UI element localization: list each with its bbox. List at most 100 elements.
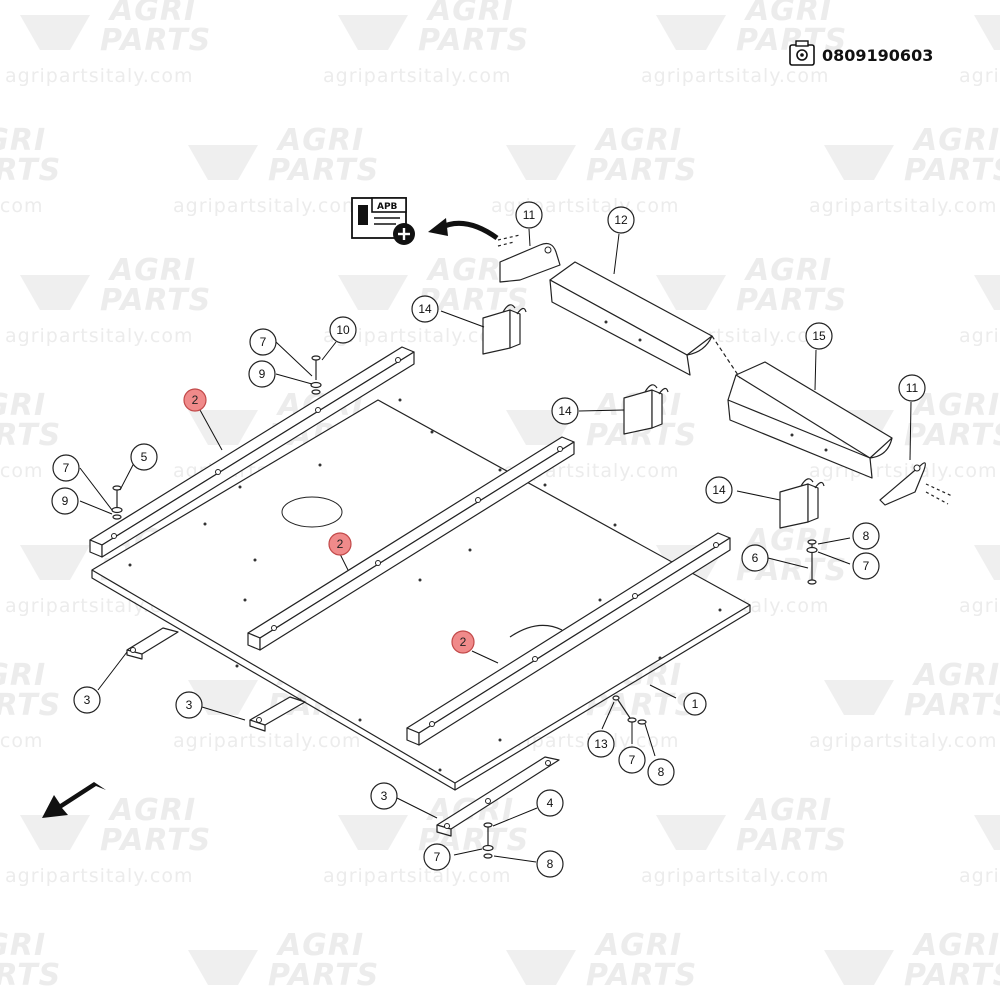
callout-4[interactable]: 4 [536,789,564,817]
watermark-url: agripartsitaly.com [5,65,193,87]
watermark-logo-line2: PARTS [736,823,847,858]
svg-text:7: 7 [260,335,267,349]
apb-add-button[interactable]: APB [351,197,499,245]
callout-9-rear-left[interactable]: 9 [51,487,79,515]
bracket-top [482,304,527,355]
callout-11-right[interactable]: 11 [898,374,926,402]
svg-text:9: 9 [259,367,266,381]
callout-7-bottom[interactable]: 7 [423,843,451,871]
svg-text:2: 2 [192,393,199,407]
svg-text:3: 3 [381,789,388,803]
svg-text:8: 8 [658,765,665,779]
watermark-logo-line1: AGRI [744,793,832,828]
callout-3-front[interactable]: 3 [370,782,398,810]
callout-8-bottom[interactable]: 8 [536,850,564,878]
callout-1[interactable]: 1 [683,692,707,716]
callout-14-top[interactable]: 14 [411,295,439,323]
svg-text:11: 11 [906,381,919,395]
callout-6[interactable]: 6 [741,544,769,572]
callout-8-right[interactable]: 8 [852,522,880,550]
svg-text:5: 5 [141,450,148,464]
callout-2-middle-bar[interactable]: 2 [328,532,352,556]
watermark-tractor-icon [824,950,894,985]
watermark-logo-line1: AGRI [0,123,46,158]
watermark-logo-line1: AGRI [108,793,196,828]
watermark-logo-line1: AGRI [744,253,832,288]
watermark-logo-line2: PARTS [268,153,379,188]
watermark-logo-line1: AGRI [108,253,196,288]
cover-upper [549,261,741,379]
watermark-logo-line1: AGRI [426,253,514,288]
svg-text:14: 14 [418,302,432,316]
callout-5[interactable]: 5 [130,443,158,471]
bar-middle [247,436,575,651]
callout-7-front[interactable]: 7 [618,746,646,774]
callout-13[interactable]: 13 [587,730,615,758]
watermark-tractor-icon [188,145,258,180]
svg-text:7: 7 [63,461,70,475]
watermark-logo-line2: PARTS [904,958,1000,993]
watermark-url: agripartsitaly.com [323,865,511,887]
watermark-logo-line2: PARTS [736,283,847,318]
watermark-url: agripartsitaly.com [0,195,43,217]
watermark-tractor-icon [338,275,408,310]
watermark-tractor-icon [188,950,258,985]
svg-text:10: 10 [336,323,350,337]
watermark-logo-line2: PARTS [586,688,697,723]
svg-text:7: 7 [629,753,636,767]
callout-11-top[interactable]: 11 [515,201,543,229]
svg-text:11: 11 [523,208,536,222]
callout-7-rear-top[interactable]: 7 [249,328,277,356]
callout-15[interactable]: 15 [805,322,833,350]
callout-7-right[interactable]: 7 [852,552,880,580]
callout-12[interactable]: 12 [607,206,635,234]
watermark-url: agripartsitaly.com [641,865,829,887]
watermark-logo-line2: PARTS [268,958,379,993]
svg-text:9: 9 [62,494,69,508]
callout-3-left[interactable]: 3 [73,686,101,714]
callout-2-front-bar[interactable]: 2 [451,630,475,654]
callouts: 1 2 2 2 3 3 3 4 5 6 7 7 7 7 7 8 8 8 9 9 … [51,201,926,878]
callout-10[interactable]: 10 [329,316,357,344]
watermark-logo-line2: PARTS [0,958,61,993]
watermark-logo-line2: PARTS [0,688,61,723]
watermark-logo-line1: AGRI [0,658,46,693]
watermark-url: agripartsitaly.com [959,65,1000,87]
bolt-set-rear-left [111,485,123,520]
watermark-logo-line1: AGRI [276,123,364,158]
callout-3-middle[interactable]: 3 [175,691,203,719]
watermark-logo-line2: PARTS [100,23,211,58]
callout-9-rear-top[interactable]: 9 [248,360,276,388]
watermark-url: agripartsitaly.com [173,195,361,217]
watermark-logo-line1: AGRI [912,388,1000,423]
svg-text:3: 3 [186,698,193,712]
watermark-tractor-icon [656,15,726,50]
svg-text:7: 7 [863,559,870,573]
callout-8-front[interactable]: 8 [647,758,675,786]
callout-2-rear-bar[interactable]: 2 [183,388,207,412]
callout-14-middle[interactable]: 14 [551,397,579,425]
watermark-tractor-icon [656,275,726,310]
callout-14-right[interactable]: 14 [705,476,733,504]
svg-text:15: 15 [812,329,826,343]
watermark-logo-line1: AGRI [912,123,1000,158]
watermark-logo-line2: PARTS [586,958,697,993]
bottom-strip-left [126,627,179,660]
callout-7-rear-left[interactable]: 7 [52,454,80,482]
add-document-icon: APB [351,197,415,245]
leader-lines [79,228,912,863]
watermark-logo-line2: PARTS [904,688,1000,723]
svg-text:2: 2 [337,537,344,551]
